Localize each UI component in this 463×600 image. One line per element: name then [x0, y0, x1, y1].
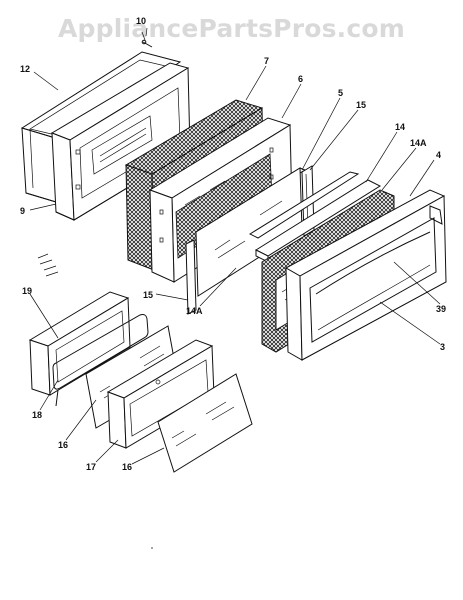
speckle-mark [37, 253, 59, 277]
part-14-glass [254, 179, 382, 263]
part-18-gasket [52, 314, 149, 407]
part-labels: 10 12 7 6 5 15 14 14A 4 9 15 14A 39 3 19… [20, 16, 446, 472]
watermark: AppliancePartsPros.com [57, 14, 406, 43]
part-10-screw [141, 31, 153, 48]
label-6: 6 [298, 74, 303, 84]
stray-dot [151, 547, 153, 549]
label-12: 12 [20, 64, 30, 74]
part-16-glass-lower [157, 373, 253, 473]
part-9-inner-frame [50, 62, 191, 221]
label-5: 5 [338, 88, 343, 98]
label-19: 19 [22, 286, 32, 296]
label-14a-lower: 14A [186, 306, 203, 316]
label-39: 39 [436, 304, 446, 314]
label-18: 18 [32, 410, 42, 420]
part-5-glass-panel [185, 167, 307, 315]
label-17: 17 [86, 462, 96, 472]
label-15-upper: 15 [356, 100, 366, 110]
label-9: 9 [20, 206, 25, 216]
leader-lines [29, 27, 441, 465]
label-4: 4 [436, 150, 441, 160]
label-16-upper: 16 [58, 440, 68, 450]
label-15-lower: 15 [143, 290, 153, 300]
label-3: 3 [440, 342, 445, 352]
label-14a-upper: 14A [410, 138, 427, 148]
label-16-lower: 16 [122, 462, 132, 472]
part-3-outer-door [284, 189, 447, 361]
label-14: 14 [395, 122, 405, 132]
label-7: 7 [264, 56, 269, 66]
label-10: 10 [136, 16, 146, 26]
